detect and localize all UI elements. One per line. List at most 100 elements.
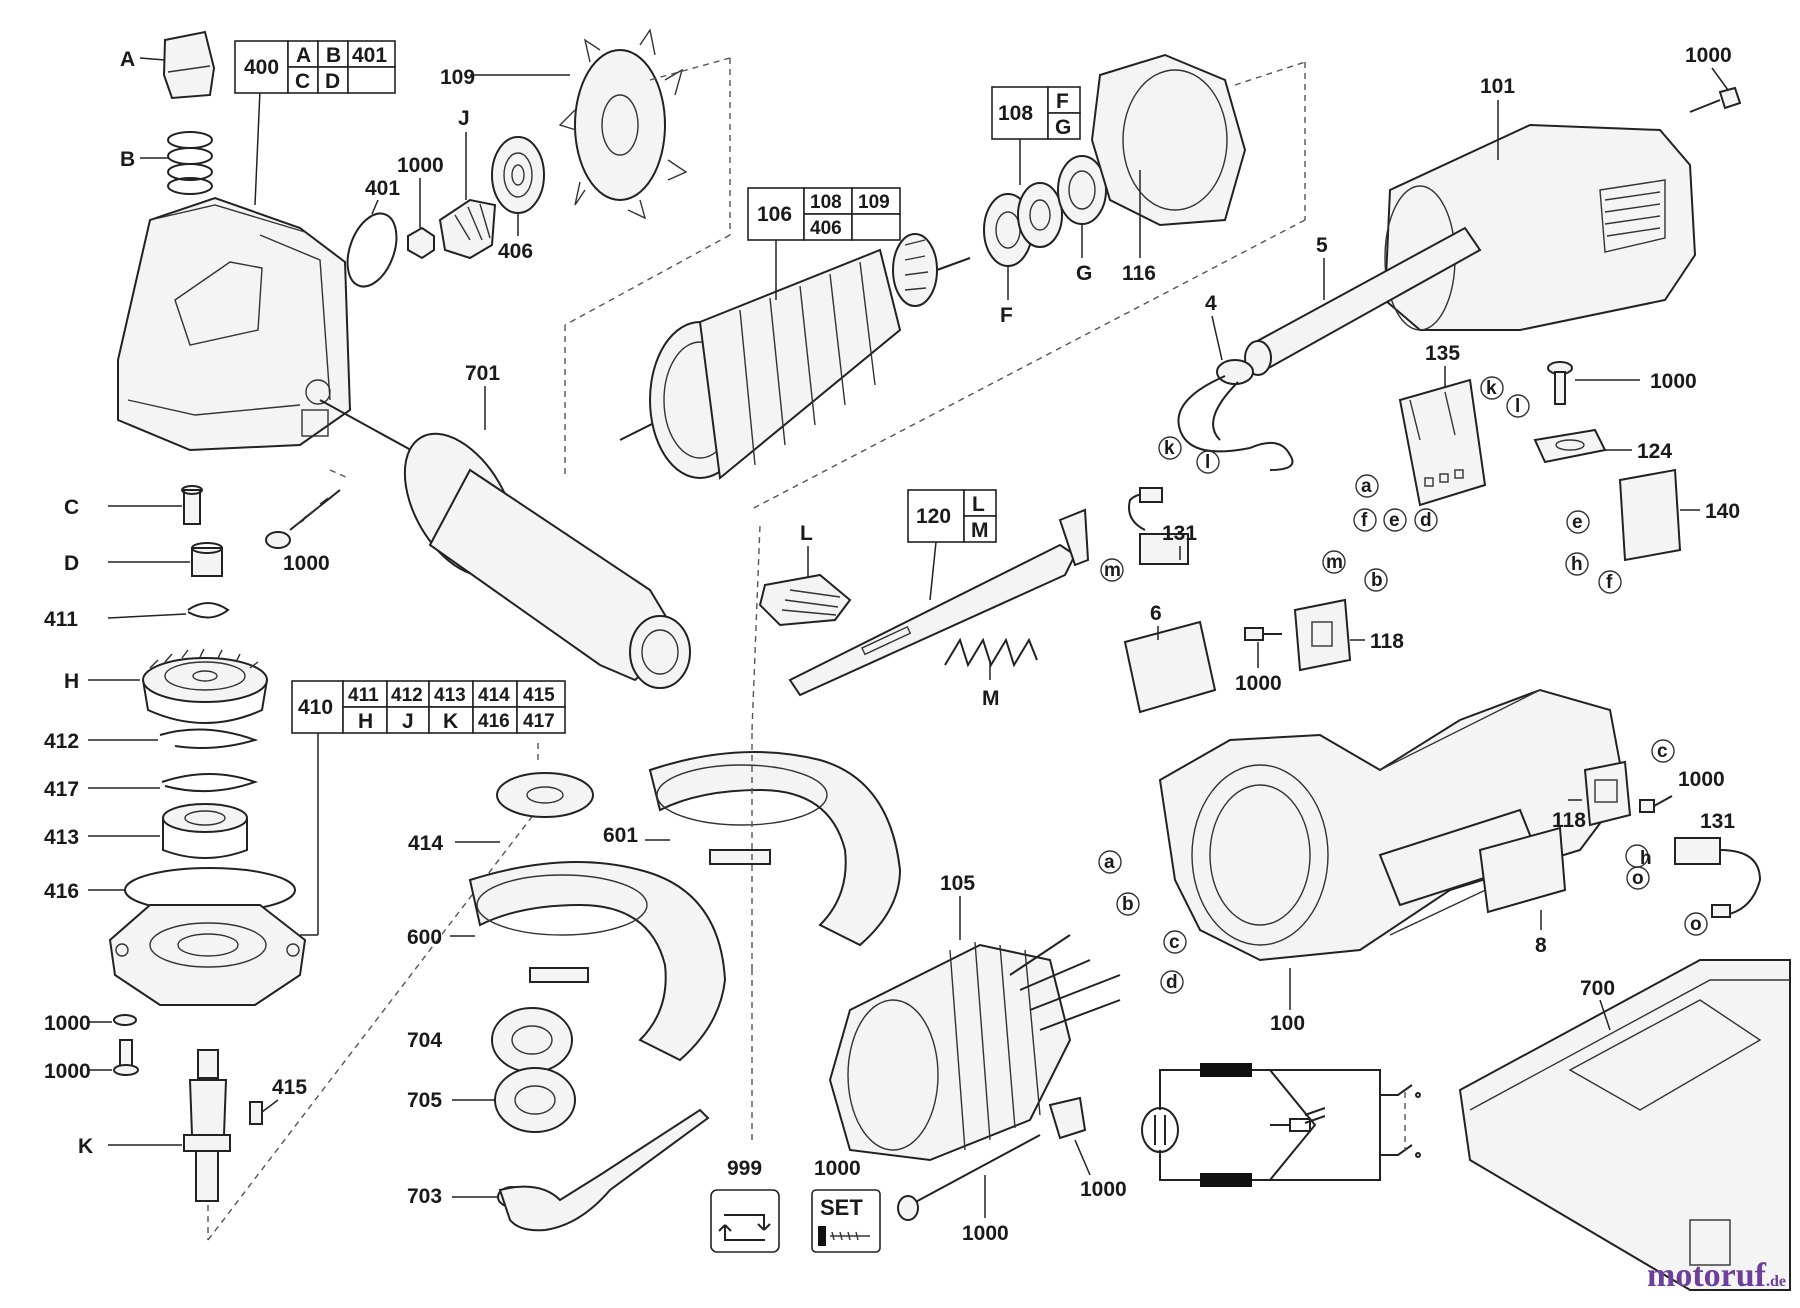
t120-r1c1: L — [972, 493, 985, 516]
part-414-flange — [497, 773, 593, 817]
part-g-bearing-seat — [1058, 156, 1106, 224]
t400-r2c1: C — [295, 70, 310, 93]
label-1000-holder: 1000 — [1235, 672, 1282, 695]
t400-r1c3: 401 — [352, 44, 387, 67]
tag-o-brush: o — [1690, 914, 1702, 935]
part-116-baffle — [1092, 55, 1245, 225]
label-135: 135 — [1425, 342, 1460, 365]
table-400: 400 A B 401 C D — [235, 41, 395, 93]
label-701: 701 — [465, 362, 500, 385]
label-118-lower: 118 — [1552, 809, 1586, 832]
rotate-arrows-icon: 999 — [711, 1157, 779, 1252]
label-417: 417 — [44, 778, 79, 801]
t410-r2c5: 417 — [523, 711, 555, 732]
part-131-lower-brush — [1675, 838, 1760, 917]
label-416: 416 — [44, 880, 79, 903]
label-401: 401 — [365, 177, 400, 200]
label-1000-handle: 1000 — [283, 552, 330, 575]
label-H: H — [64, 670, 79, 693]
part-124-cable-clamp — [1535, 430, 1605, 462]
label-105: 105 — [940, 872, 975, 895]
tag-l-cable: l — [1205, 452, 1210, 473]
t410-r1c5: 415 — [523, 685, 555, 706]
label-M: M — [982, 687, 1000, 710]
t106-r2c1: 406 — [810, 218, 842, 239]
t410-r2c3: K — [443, 710, 458, 733]
label-118-top: 118 — [1370, 630, 1404, 653]
label-700: 700 — [1580, 977, 1615, 1000]
tag-o-lower: o — [1632, 868, 1644, 889]
label-415: 415 — [272, 1076, 307, 1099]
tag-b-holder: b — [1371, 570, 1383, 591]
tag-k-cable: k — [1164, 438, 1175, 459]
tag-a-switch: a — [1361, 476, 1372, 497]
t410-r1c1: 411 — [348, 685, 379, 706]
label-1000-long: 1000 — [962, 1222, 1009, 1245]
label-131-top: 131 — [1162, 522, 1197, 545]
t120-r2c1: M — [971, 519, 989, 542]
table-120: 120 L M — [908, 490, 996, 542]
t400-r1c1: A — [296, 44, 311, 67]
label-G: G — [1076, 262, 1092, 285]
part-417-ring — [162, 774, 255, 791]
tag-c-field: c — [1169, 932, 1180, 953]
part-1000-nut — [408, 228, 434, 258]
t400-r1c2: B — [326, 44, 341, 67]
label-406: 406 — [498, 240, 533, 263]
part-1000-clamp-screw — [1548, 362, 1572, 404]
label-1000-clamp: 1000 — [1650, 370, 1697, 393]
label-8: 8 — [1535, 934, 1547, 957]
label-1000-screw: 1000 — [44, 1060, 91, 1083]
part-701-side-handle — [320, 400, 690, 688]
tag-k-switch: k — [1486, 378, 1497, 399]
label-116: 116 — [1122, 262, 1156, 285]
part-140-suppressor — [1620, 470, 1680, 560]
part-b-spring — [168, 132, 212, 194]
label-999: 999 — [727, 1157, 762, 1180]
part-a-cap — [164, 32, 214, 98]
part-1000-housing-screw — [1690, 88, 1740, 112]
t410-r2c4: 416 — [478, 711, 510, 732]
part-1000-clip — [1050, 1098, 1085, 1138]
label-1000-washer: 1000 — [44, 1012, 91, 1035]
label-5: 5 — [1316, 234, 1328, 257]
watermark-name: motoruf — [1647, 1257, 1766, 1294]
t410-r1c2: 412 — [391, 685, 423, 706]
t410-head: 410 — [298, 696, 333, 719]
label-D: D — [64, 552, 79, 575]
part-411-circlip — [188, 603, 228, 618]
tag-b-field: b — [1122, 894, 1134, 915]
label-704: 704 — [407, 1029, 442, 1052]
t106-r1c2: 109 — [858, 192, 890, 213]
part-4-cable — [1178, 360, 1292, 470]
label-B: B — [120, 148, 135, 171]
circuit-schematic — [1142, 1063, 1420, 1187]
t120-head: 120 — [916, 505, 951, 528]
part-h-bevel-gear — [143, 649, 267, 723]
part-415-key — [250, 1102, 262, 1124]
table-106: 106 108 109 406 — [748, 188, 900, 240]
label-131-lower: 131 — [1700, 810, 1735, 833]
t106-head: 106 — [757, 203, 792, 226]
part-d-bush — [192, 543, 222, 576]
part-105-field — [830, 942, 1070, 1160]
label-4: 4 — [1205, 292, 1217, 315]
label-101: 101 — [1480, 75, 1515, 98]
t106-r1c1: 108 — [810, 192, 842, 213]
label-C: C — [64, 496, 79, 519]
label-109: 109 — [440, 66, 475, 89]
tag-h-lower: h — [1640, 848, 1652, 869]
tag-f-switch: f — [1361, 510, 1368, 531]
label-140: 140 — [1705, 500, 1740, 523]
label-L: L — [800, 522, 813, 545]
part-1000-holder-screw — [1245, 628, 1282, 640]
label-6: 6 — [1150, 602, 1162, 625]
part-118-brush-holder — [1295, 600, 1350, 670]
part-101-motor-housing — [1385, 125, 1695, 330]
part-l-switch-button — [760, 575, 850, 625]
part-413-bearing — [163, 804, 247, 858]
tag-l-switch: l — [1515, 396, 1520, 417]
label-J: J — [458, 107, 470, 130]
tag-d-switch: d — [1420, 510, 1432, 531]
